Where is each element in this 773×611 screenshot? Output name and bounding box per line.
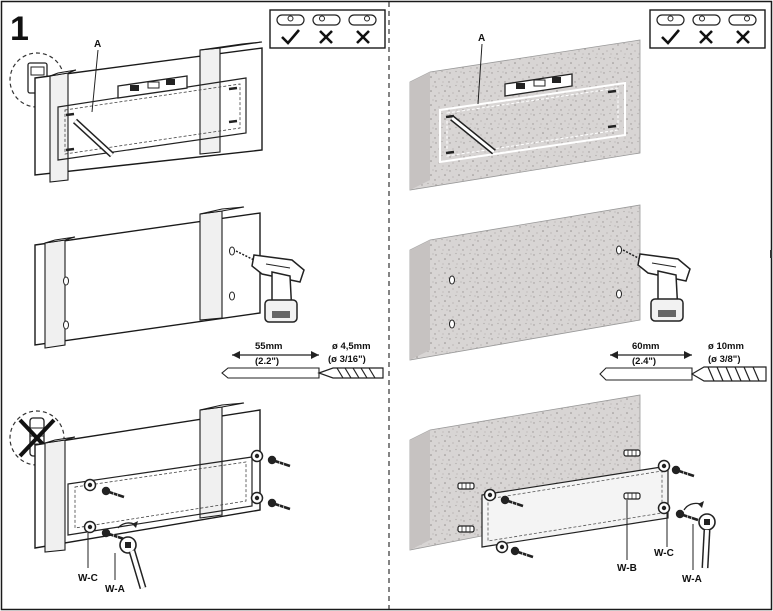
label-wa-wood: W-A [105,584,125,595]
wrench-icon [683,501,716,569]
drill-depth-wood: 55mm [255,341,282,352]
label-wc-wood: W-C [78,573,98,584]
wall-anchor-icon [623,492,641,500]
wrench-icon [117,521,147,589]
wall-anchor-icon [457,482,475,490]
bubble-level-icon [728,14,757,26]
bubble-level-icon [692,14,721,26]
drill-spec-concrete: 60mm (2.4") ø 10mm (ø 3/8") [599,341,767,382]
drill-size-wood: ø 4,5mm [332,341,371,352]
label-a: A [94,39,101,50]
wood-wall-level: A [34,39,263,183]
bubble-level-icon [348,14,377,26]
label-wb-concrete: W-B [617,563,637,574]
check-icon [661,29,680,45]
label-a-concrete: A [478,33,485,44]
bubble-level-icon [276,14,305,26]
drill-bit-icon [690,366,767,382]
bubble-level-icon [117,75,188,99]
bubble-level-icon [656,14,685,26]
drill-size-wood-inch: (ø 3/16") [328,354,366,365]
screw-icon [509,545,535,559]
drill-depth-concrete-inch: (2.4") [632,356,656,367]
bubble-level-icon [504,73,573,97]
drill-spec-wood: 55mm (2.2") ø 4,5mm (ø 3/16") [221,341,384,379]
cross-icon [736,30,750,44]
screw-icon [670,464,696,478]
drill-size-concrete: ø 10mm [708,341,744,352]
wall-anchor-icon [457,525,475,533]
label-wa-concrete: W-A [682,574,702,585]
cross-icon [356,30,370,44]
label-wc-concrete: W-C [654,548,674,559]
bubble-level-icon [312,14,341,26]
screw-icon [266,454,292,468]
drill-icon [622,249,691,322]
drill-icon [235,250,305,323]
mounting-check-legend-left [269,9,386,49]
drill-depth-concrete: 60mm [632,341,659,352]
drill-bit-icon [317,367,384,379]
drill-size-concrete-inch: (ø 3/8") [708,354,740,365]
screw-icon [266,497,292,511]
mounting-check-legend-right [649,9,766,49]
wall-anchor-icon [623,449,641,457]
step-number: 1 [10,10,29,48]
cross-icon [699,30,713,44]
concrete-wall-level: A [409,33,641,191]
screw-icon [674,508,700,522]
drill-depth-wood-inch: (2.2") [255,356,279,367]
wood-wall-mount: W-C W-A [34,402,292,595]
concrete-wall-mount: W-B W-C W-A [409,394,716,585]
concrete-wall-drilling [409,204,641,361]
wood-wall-drilling [34,206,261,349]
cross-icon [319,30,333,44]
check-icon [281,29,300,45]
